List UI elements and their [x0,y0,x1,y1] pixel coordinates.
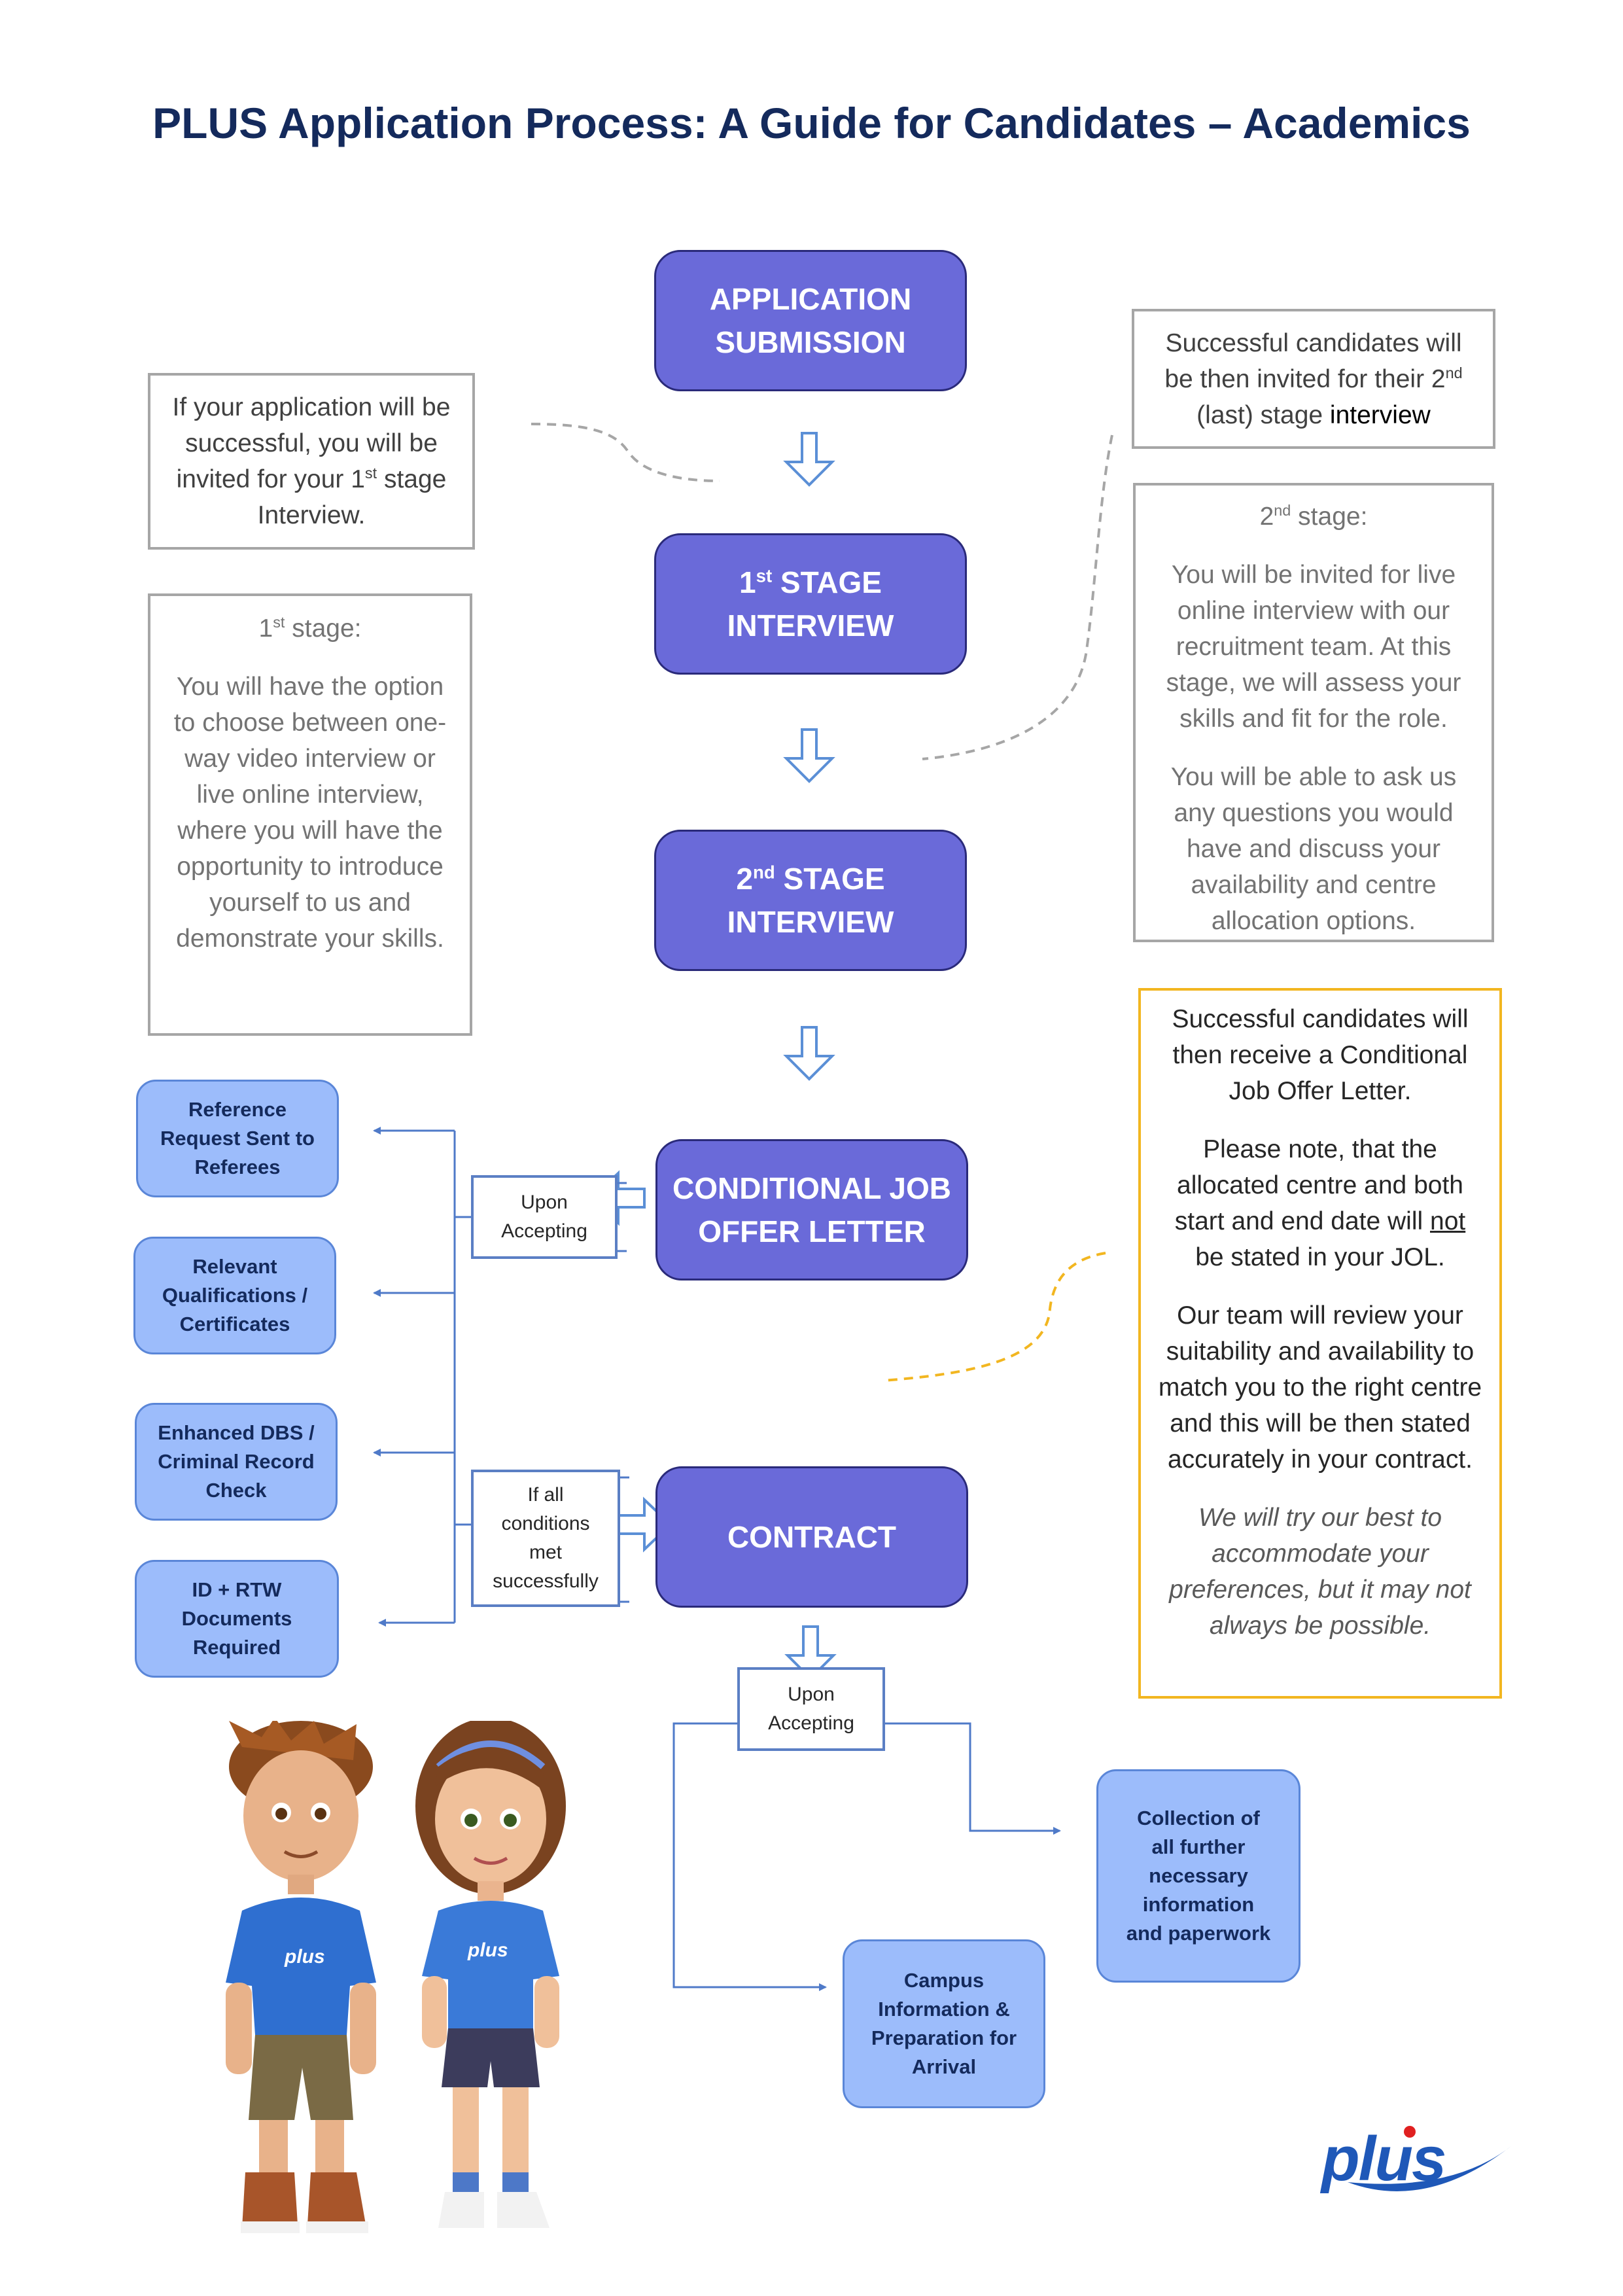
plus-logo: plus [1321,2120,1518,2205]
down-arrow-icon [784,1625,837,1680]
down-arrow-icon [783,1026,835,1081]
stage-first-interview: 1st STAGE INTERVIEW [654,533,967,675]
note-paragraph: Please note, that the allocated centre a… [1158,1131,1482,1275]
page-title: PLUS Application Process: A Guide for Ca… [152,99,1471,147]
tag-upon-accepting-offer: Upon Accepting [471,1175,618,1259]
stage-line: CONTRACT [727,1520,897,1554]
note-paragraph: You will be able to ask us any questions… [1170,763,1457,935]
shirt-logo: plus [467,1939,508,1961]
note-text: be stated in your JOL. [1195,1243,1445,1271]
note-paragraph: We will try our best to accommodate your… [1158,1500,1482,1644]
note-second-stage: 2nd stage: You will be invited for live … [1133,483,1494,942]
note-first-stage: 1st stage: You will have the option to c… [148,593,472,1036]
mascot-boy-illustration: plus [226,1721,376,2233]
stage-word: STAGE [783,862,885,896]
ordinal-suffix: st [364,465,377,482]
note-text: If your application will be successful, … [172,393,451,493]
stage-number: 2 [736,862,754,896]
pill-reference-request: Reference Request Sent to Referees [136,1080,339,1197]
stage-line: SUBMISSION [715,325,906,359]
note-text: (last) stage [1196,400,1330,429]
note-offer-info: Successful candidates will then receive … [1138,988,1502,1699]
note-text: stage Interview. [257,465,447,529]
shirt-logo: plus [284,1946,325,1968]
stage-application-submission: APPLICATION SUBMISSION [654,250,967,391]
stage-line: APPLICATION [709,282,912,316]
note-paragraph: Successful candidates will then receive … [1172,1005,1469,1105]
logo-text: plus [1321,2124,1446,2194]
pill-collection-paperwork: Collection of all further necessary info… [1096,1769,1300,1983]
note-heading: stage: [285,614,362,643]
down-arrow-icon [783,728,835,783]
note-heading: 2 [1259,503,1274,531]
stage-line: INTERVIEW [727,905,894,939]
ordinal-suffix: nd [1274,502,1291,519]
pill-id-rtw: ID + RTW Documents Required [135,1560,339,1678]
stage-number: 1 [739,565,756,599]
stage-second-interview: 2nd STAGE INTERVIEW [654,830,967,971]
stage-conditional-offer: CONDITIONAL JOB OFFER LETTER [655,1139,968,1280]
ordinal-suffix: st [273,614,285,631]
note-body: You will have the option to choose betwe… [173,673,447,953]
pill-dbs-check: Enhanced DBS / Criminal Record Check [135,1403,338,1521]
stage-word: STAGE [780,565,882,599]
note-emphasis: not [1430,1207,1466,1235]
note-invite-second-stage: Successful candidates will be then invit… [1132,309,1495,449]
stage-line: INTERVIEW [727,609,894,643]
note-paragraph: Our team will review your suitability an… [1158,1301,1482,1474]
note-heading: stage: [1291,503,1368,531]
pill-campus-information: Campus Information & Preparation for Arr… [843,1939,1045,2108]
down-arrow-icon [783,432,835,487]
note-italic: We will try our best to accommodate your… [1169,1504,1471,1640]
stage-contract: CONTRACT [655,1466,968,1608]
stage-line: CONDITIONAL JOB [672,1171,951,1205]
mascot-girl-illustration: plus [415,1721,566,2228]
note-paragraph: You will be invited for live online inte… [1166,561,1461,733]
ordinal-suffix: nd [753,862,775,883]
tag-conditions-met: If all conditions met successfully [471,1470,620,1607]
note-text: Please note, that the allocated centre a… [1174,1135,1463,1235]
pill-qualifications: Relevant Qualifications / Certificates [133,1237,336,1354]
stage-line: OFFER LETTER [698,1214,926,1248]
note-text: interview [1329,400,1431,429]
ordinal-suffix: nd [1445,364,1463,381]
ordinal-suffix: st [756,565,773,586]
note-invite-first-stage: If your application will be successful, … [148,373,475,550]
note-heading: 1 [258,614,273,643]
tag-upon-accepting-contract: Upon Accepting [737,1667,885,1751]
note-text: Successful candidates will be then invit… [1164,328,1462,393]
